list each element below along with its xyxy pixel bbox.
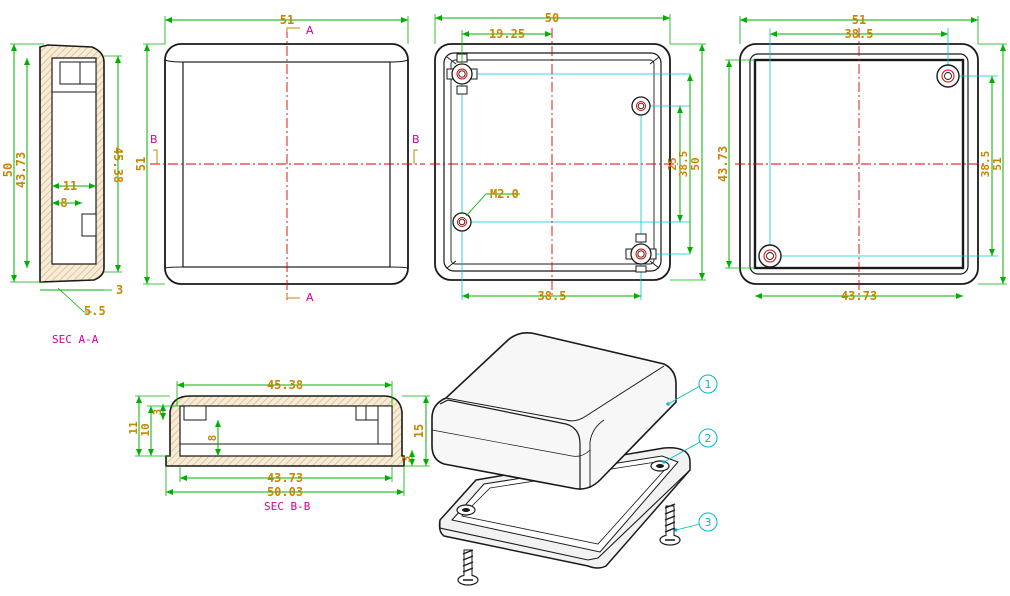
back-hole-bottom-left [758, 244, 782, 268]
thread-label-m2: M2.0 [490, 187, 519, 201]
inner-view-inner [443, 52, 662, 272]
dim-bb-3-bottom: 3 [400, 456, 413, 463]
callout-1: 1 [705, 378, 712, 391]
section-aa-boss-bottom [81, 213, 97, 237]
inner-view: M2.0 50 19.25 25 38.5 50 38.5 [430, 11, 706, 303]
iso-screw-right [659, 503, 681, 546]
dim-top-height: 51 [134, 157, 148, 171]
dim-back-width: 51 [852, 13, 866, 27]
section-aa-cavity [51, 57, 97, 265]
dim-inner-bottom: 38.5 [538, 289, 567, 303]
iso-lid [431, 332, 677, 490]
section-aa-view: 50 43.73 45.38 11 8 5.5 3 SEC A-A [1, 43, 125, 346]
dim-aa-5-5: 5.5 [84, 304, 106, 318]
dim-back-38-5-top: 38.5 [845, 27, 874, 41]
dim-back-43-73-left: 43.73 [716, 146, 730, 182]
back-view: 51 38.5 43.73 38.5 51 43.73 [716, 13, 1007, 303]
dim-inner-19-25: 19.25 [489, 27, 525, 41]
marker-a-bottom: A [306, 291, 314, 304]
dim-aa-43-73: 43.73 [14, 152, 28, 188]
boss-bottom-right [625, 233, 657, 273]
dim-bb-8: 8 [206, 435, 219, 442]
dim-inner-38-5: 38.5 [677, 151, 690, 178]
dim-back-38-5-right: 38.5 [979, 151, 992, 178]
dim-bb-43-73: 43.73 [267, 471, 303, 485]
top-view: A A B B 51 51 [134, 13, 425, 304]
iso-screw-left [457, 549, 479, 586]
callout-3: 3 [705, 516, 712, 529]
dim-inner-width: 50 [545, 11, 559, 25]
iso-base-plate [438, 447, 691, 569]
marker-b-left: B [150, 133, 158, 146]
dim-aa-11: 11 [63, 179, 77, 193]
marker-a-top: A [306, 24, 314, 37]
dim-bb-3-step: 3 [151, 409, 164, 416]
dim-inner-50: 50 [689, 157, 702, 170]
dim-aa-50: 50 [1, 163, 15, 177]
dim-back-43-73-bottom: 43.73 [841, 289, 877, 303]
top-view-inner [182, 61, 391, 268]
section-aa-label: SEC A-A [52, 333, 99, 346]
isometric-view: 1 2 3 [431, 332, 718, 586]
inner-view-outer [434, 43, 671, 281]
dim-aa-3: 3 [116, 283, 123, 297]
section-aa-boss-top [59, 61, 97, 85]
section-bb-view: 45.38 11 10 3 8 15 3 43.73 50.03 SEC B- [127, 378, 430, 513]
dim-back-51-right: 51 [991, 157, 1004, 171]
dim-bb-11: 11 [127, 421, 140, 435]
callout-2: 2 [705, 432, 712, 445]
back-hole-top-right [936, 64, 960, 88]
marker-b-right: B [412, 133, 420, 146]
dim-bb-50-03: 50.03 [267, 485, 303, 499]
boss-right-upper [631, 96, 651, 116]
dim-bb-15: 15 [412, 424, 426, 438]
dim-top-width: 51 [280, 13, 294, 27]
section-bb-label: SEC B-B [264, 500, 311, 513]
dim-bb-45-38: 45.38 [267, 378, 303, 392]
dim-aa-45-38: 45.38 [111, 147, 125, 183]
boss-left-lower [452, 212, 472, 232]
dim-aa-8: 8 [60, 196, 67, 210]
dim-bb-10: 10 [139, 423, 152, 436]
dim-inner-25: 25 [666, 157, 679, 170]
